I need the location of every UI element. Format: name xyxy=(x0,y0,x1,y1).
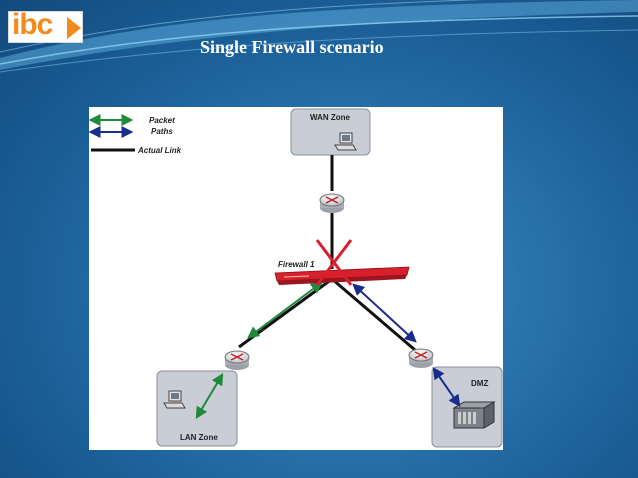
dmz-zone-label: DMZ xyxy=(471,379,488,388)
router-icon xyxy=(224,350,250,370)
packet-paths xyxy=(195,281,461,420)
slide-title: Single Firewall scenario xyxy=(200,37,384,57)
dmz-zone: DMZ xyxy=(431,366,503,448)
green-lan-path xyxy=(195,372,224,420)
logo-text: ibc xyxy=(12,8,53,41)
computer-icon xyxy=(163,390,186,409)
diagram-canvas: Packet Paths Actual Link WAN Zone LAN Zo… xyxy=(89,108,503,448)
router-icon xyxy=(408,348,434,368)
legend-packet-label: Packet xyxy=(149,116,175,125)
wan-zone: WAN Zone xyxy=(290,108,371,156)
server-icon xyxy=(452,401,496,429)
computer-icon xyxy=(334,132,357,151)
company-logo: ibc xyxy=(8,8,83,43)
legend: Packet Paths Actual Link xyxy=(89,114,182,155)
blue-dmz-path xyxy=(432,367,461,407)
legend-paths-label: Paths xyxy=(151,127,173,136)
legend-actual-link-label: Actual Link xyxy=(137,146,182,155)
green-packet-path xyxy=(247,281,323,339)
wan-zone-label: WAN Zone xyxy=(310,113,351,122)
firewall-icon: Firewall 1 xyxy=(274,239,410,286)
firewall-label: Firewall 1 xyxy=(278,260,315,269)
lan-zone-label: LAN Zone xyxy=(180,433,218,442)
logo-arrow-icon xyxy=(67,17,81,39)
blue-packet-path xyxy=(352,283,417,343)
router-icon xyxy=(319,193,345,213)
lan-zone: LAN Zone xyxy=(156,370,238,447)
network-diagram: Packet Paths Actual Link WAN Zone LAN Zo… xyxy=(89,107,503,450)
